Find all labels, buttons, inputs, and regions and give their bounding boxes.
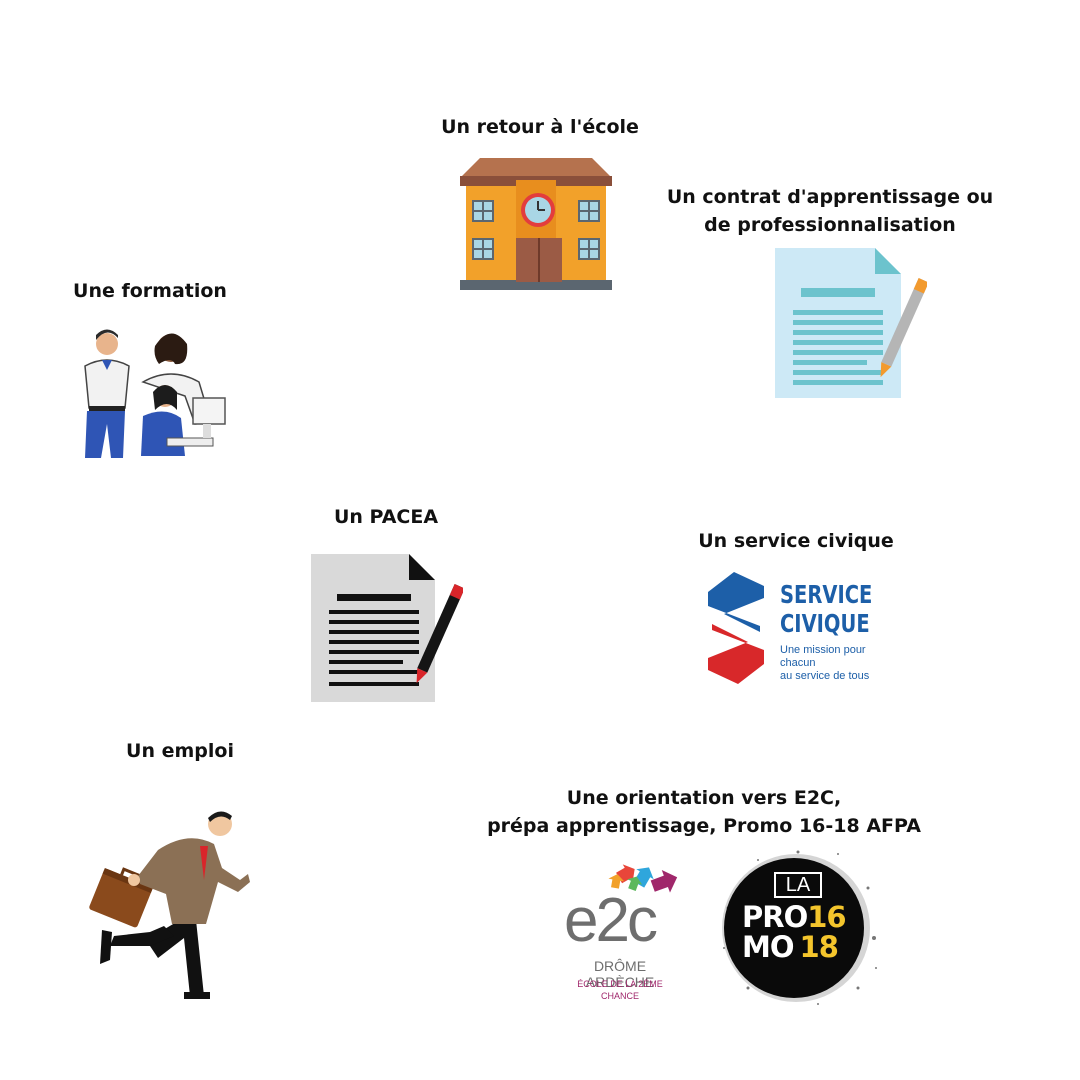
running-businessman-icon (88, 808, 256, 1004)
label-orientation-line1: Une orientation vers E2C, (566, 787, 842, 809)
e2c-subtitle: ÉCOLE DE LA 2ÈME CHANCE (577, 979, 663, 1001)
service-civique-tagline2: au service de tous (780, 670, 870, 682)
label-job: Un emploi (126, 740, 234, 762)
label-contract: Un contrat d'apprentissage ou de profess… (660, 183, 1000, 239)
service-civique-tagline1: Une mission pour chacun (780, 644, 866, 669)
promo-pro: PRO (742, 900, 808, 934)
label-contract-line1: Un contrat d'apprentissage ou (666, 186, 994, 208)
promo-16: 16 (807, 900, 846, 934)
label-orientation-line2: prépa apprentissage, Promo 16-18 AFPA (487, 815, 921, 837)
service-civique-logo: SERVICE CIVIQUE Une mission pour chacun … (702, 570, 902, 690)
e2c-region: DRÔME ARDÈCHE (585, 958, 655, 990)
promo-la: LA (774, 872, 822, 898)
e2c-wordmark: e2c (564, 886, 658, 955)
promo-mo: MO (742, 930, 795, 964)
label-orientation: Une orientation vers E2C, prépa apprenti… (484, 784, 924, 840)
promo-18: 18 (799, 930, 839, 964)
e2c-logo: e2c DRÔME ARDÈCHE ÉCOLE DE LA 2ÈME CHANC… (560, 862, 686, 1001)
contract-document-icon (775, 248, 927, 400)
service-civique-line2: CIVIQUE (780, 609, 870, 638)
label-school-return: Un retour à l'école (441, 116, 639, 138)
label-pacea: Un PACEA (333, 506, 439, 528)
label-civic-service: Un service civique (698, 530, 894, 552)
school-building-icon (460, 158, 612, 292)
label-contract-line2: de professionnalisation (704, 214, 956, 236)
label-training: Une formation (73, 280, 227, 302)
service-civique-line1: SERVICE (780, 580, 873, 609)
training-people-icon (75, 326, 227, 470)
pacea-document-icon (311, 552, 463, 704)
